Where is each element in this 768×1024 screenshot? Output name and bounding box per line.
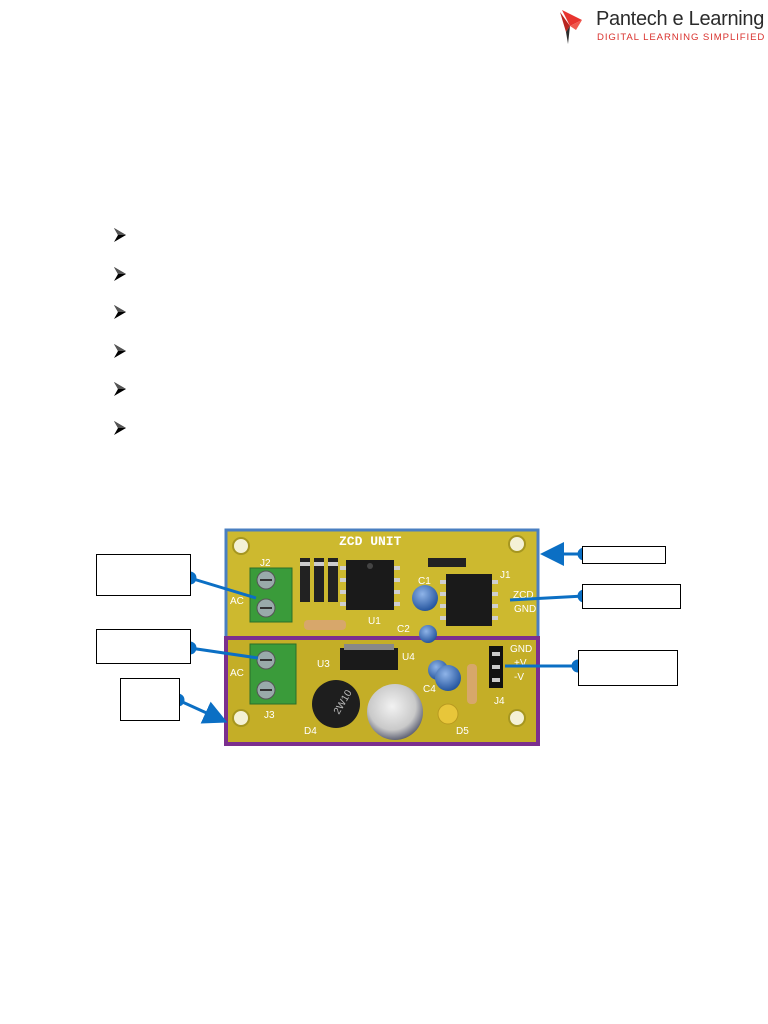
- arrowhead-bullet-icon: [114, 305, 126, 320]
- label-gnd-bottom: GND: [510, 644, 532, 655]
- arrowhead-bullet-icon: [114, 420, 126, 435]
- regulator-u3: [340, 644, 398, 670]
- label-c1: C1: [418, 576, 431, 587]
- callout-line: [189, 646, 259, 660]
- callout-box-left-3: [120, 678, 180, 721]
- brand-name: Pantech e Learning: [596, 8, 765, 30]
- callout-box-left-1: [96, 554, 191, 596]
- arrowhead-bullet-icon: [114, 343, 126, 358]
- label-ac-top: AC: [230, 596, 244, 607]
- list-item: [113, 265, 141, 304]
- resistor-icon: [304, 620, 346, 630]
- diode-bridge-icon: [300, 558, 338, 602]
- list-item: [113, 342, 141, 381]
- label-vminus: -V: [514, 672, 524, 683]
- bridge-rectifier-icon: [312, 680, 360, 728]
- callout-line: [189, 576, 257, 600]
- list-item: [113, 303, 141, 342]
- ic-socket-j1: [440, 574, 498, 626]
- callout-box-right-1: [582, 546, 666, 564]
- callout-box-right-3: [578, 650, 678, 686]
- callout-line: [177, 698, 228, 724]
- bullet-list: [113, 226, 141, 458]
- terminal-block-j3: [249, 643, 297, 705]
- capacitor-c4-icon: [435, 665, 461, 691]
- led-d5-icon: [437, 703, 459, 725]
- board-title: ZCD UNIT: [339, 534, 402, 549]
- callout-box-left-2: [96, 629, 191, 664]
- diode-icon: [428, 558, 466, 567]
- arrowhead-bullet-icon: [114, 228, 126, 242]
- power-section-outline: [224, 636, 540, 746]
- capacitor-c1-icon: [412, 585, 438, 611]
- label-u1: U1: [368, 616, 381, 627]
- callout-line: [509, 594, 585, 602]
- label-j1: J1: [500, 570, 511, 581]
- ic-u1: [340, 560, 400, 610]
- brand-logo: Pantech e Learning DIGITAL LEARNING SIMP…: [556, 4, 766, 48]
- electrolytic-capacitor-icon: [367, 684, 423, 740]
- list-item: [113, 419, 141, 458]
- label-vplus: +V: [514, 658, 527, 669]
- terminal-block-j2: [249, 567, 293, 623]
- label-j3: J3: [264, 710, 275, 721]
- capacitor-c2-icon: [419, 625, 437, 643]
- label-zcd: ZCD: [513, 590, 534, 601]
- pantech-logo-mark-icon: [560, 10, 582, 44]
- label-d5: D5: [456, 726, 469, 737]
- label-c2: C2: [397, 624, 410, 635]
- pin-header-j4: [489, 646, 503, 688]
- arrowhead-bullet-icon: [114, 382, 126, 397]
- arrowhead-bullet-icon: [114, 266, 126, 281]
- label-u4: U4: [402, 652, 415, 663]
- brand-tagline: DIGITAL LEARNING SIMPLIFIED: [597, 32, 766, 43]
- label-u3: U3: [317, 659, 330, 670]
- list-item: [113, 380, 141, 419]
- mounting-hole-icon: [232, 535, 526, 727]
- label-gnd-top: GND: [514, 604, 536, 615]
- label-d4: D4: [304, 726, 317, 737]
- label-j2: J2: [260, 558, 271, 569]
- label-ac-bottom: AC: [230, 668, 244, 679]
- label-c4: C4: [423, 684, 436, 695]
- list-item: [113, 226, 141, 265]
- callout-box-right-2: [582, 584, 681, 609]
- label-j4: J4: [494, 696, 505, 707]
- resistor-icon: [467, 664, 477, 704]
